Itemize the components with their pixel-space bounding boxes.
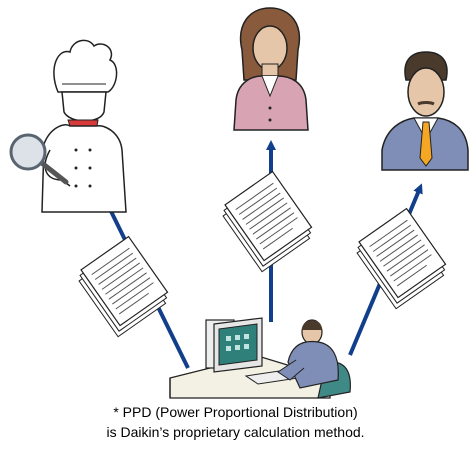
document-stack-icon bbox=[222, 170, 313, 273]
document-stack-icon bbox=[356, 207, 447, 310]
chef-with-magnifier-icon bbox=[9, 39, 127, 213]
footnote-line-1: * PPD (Power Proportional Distribution) bbox=[113, 404, 358, 420]
footnote: * PPD (Power Proportional Distribution) … bbox=[0, 402, 471, 442]
businessman-icon bbox=[381, 51, 469, 171]
footnote-line-2: is Daikin’s proprietary calculation meth… bbox=[106, 424, 365, 440]
document-stack-icon bbox=[78, 235, 169, 338]
woman-icon bbox=[233, 7, 309, 131]
computer-operator-icon bbox=[169, 317, 351, 399]
